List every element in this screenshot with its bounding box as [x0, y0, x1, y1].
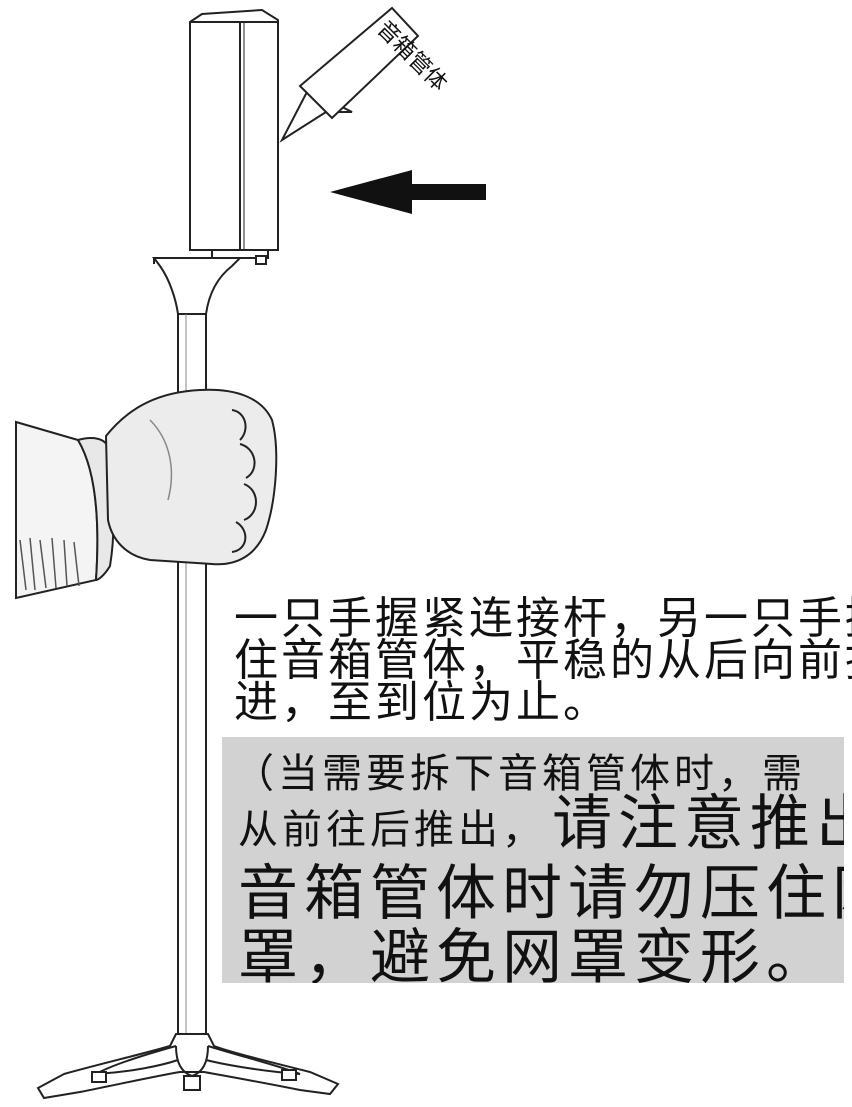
note-line: （当需要拆下音箱管体时，需	[234, 751, 806, 797]
hand-illustration	[15, 388, 278, 600]
note-warning: 罩，避免网罩变形。	[238, 923, 832, 983]
speaker-tube	[189, 8, 279, 265]
push-direction-arrow	[330, 170, 486, 214]
stand-base	[36, 1033, 340, 1100]
note-line: 从前往后推出，	[238, 807, 546, 853]
funnel-connector	[152, 257, 243, 315]
speaker-tube-callout: 音箱管体	[279, 6, 452, 143]
instruction-text: 一只手握紧连接杆，另一只手握 住音箱管体，平稳的从后向前推 进，至到位为止。	[234, 593, 852, 728]
instruction-line: 住音箱管体，平稳的从后向前推	[234, 635, 852, 686]
instruction-line: 一只手握紧连接杆，另一只手握	[234, 593, 852, 644]
note-warning: 请注意推出	[552, 789, 844, 859]
note-warning: 音箱管体时请勿压住网	[238, 859, 844, 929]
removal-note-box: （当需要拆下音箱管体时，需 从前往后推出， 请注意推出 音箱管体时请勿压住网 罩…	[222, 737, 844, 983]
instruction-line: 进，至到位为止。	[234, 677, 610, 728]
